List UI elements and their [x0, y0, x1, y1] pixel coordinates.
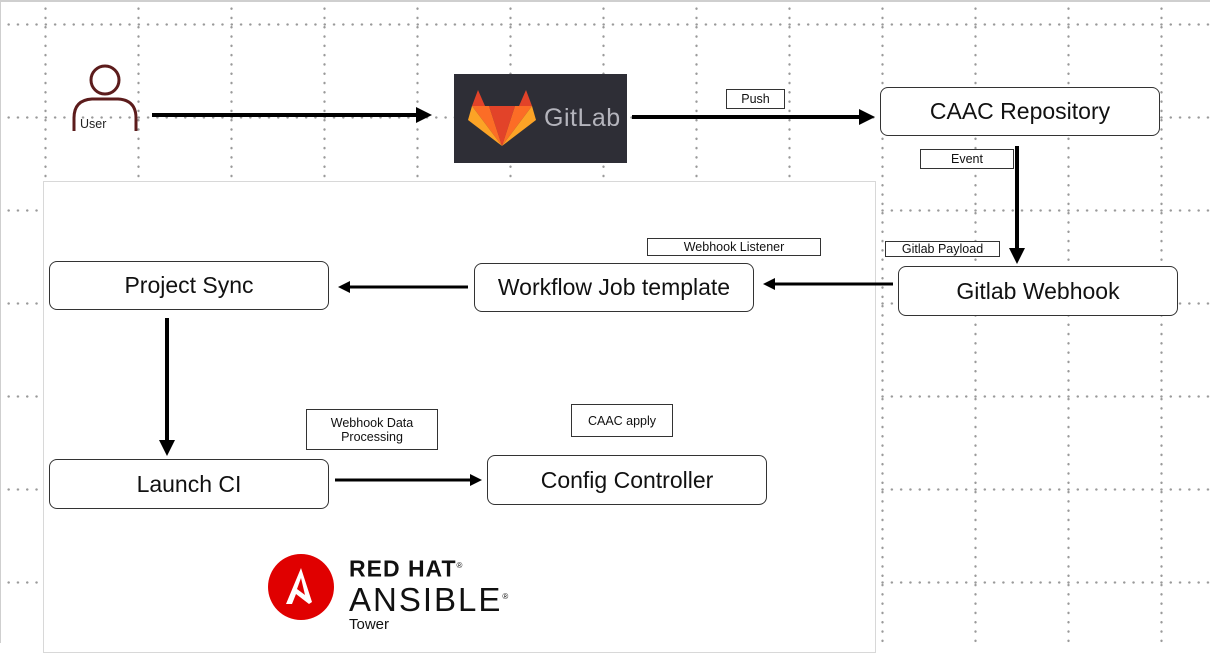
- node-launch-ci[interactable]: Launch CI: [49, 459, 329, 509]
- gitlab-fox-icon: [468, 89, 536, 146]
- node-workflow-job-template[interactable]: Workflow Job template: [474, 263, 754, 312]
- node-gitlab-webhook[interactable]: Gitlab Webhook: [898, 266, 1178, 316]
- brand-ansible: ANSIBLE: [349, 580, 503, 618]
- label-event: Event: [920, 149, 1014, 169]
- red-hat-ansible-tower-wordmark: RED HAT® ANSIBLE® Tower: [349, 554, 510, 633]
- node-config-controller[interactable]: Config Controller: [487, 455, 767, 505]
- label-webhook-data-processing: Webhook Data Processing: [306, 409, 438, 450]
- brand-tower: Tower: [349, 615, 390, 633]
- ansible-tower-group: [43, 181, 876, 653]
- brand-reg-mark-2: ®: [502, 591, 511, 601]
- user-label: User: [80, 117, 107, 131]
- gitlab-wordmark: GitLab: [544, 104, 621, 132]
- node-project-sync[interactable]: Project Sync: [49, 261, 329, 310]
- label-push: Push: [726, 89, 785, 109]
- ansible-logo-icon: [268, 554, 334, 620]
- user-icon: [72, 64, 138, 131]
- label-gitlab-payload: Gitlab Payload: [885, 241, 1000, 257]
- brand-red-hat: RED HAT: [349, 555, 457, 582]
- canvas-left-border: [0, 0, 1, 643]
- canvas-top-border: [0, 0, 1210, 2]
- brand-reg-mark: ®: [456, 561, 464, 570]
- gitlab-logo: GitLab: [454, 74, 627, 163]
- node-caac-repository[interactable]: CAAC Repository: [880, 87, 1160, 136]
- label-caac-apply: CAAC apply: [571, 404, 673, 437]
- label-webhook-listener: Webhook Listener: [647, 238, 821, 256]
